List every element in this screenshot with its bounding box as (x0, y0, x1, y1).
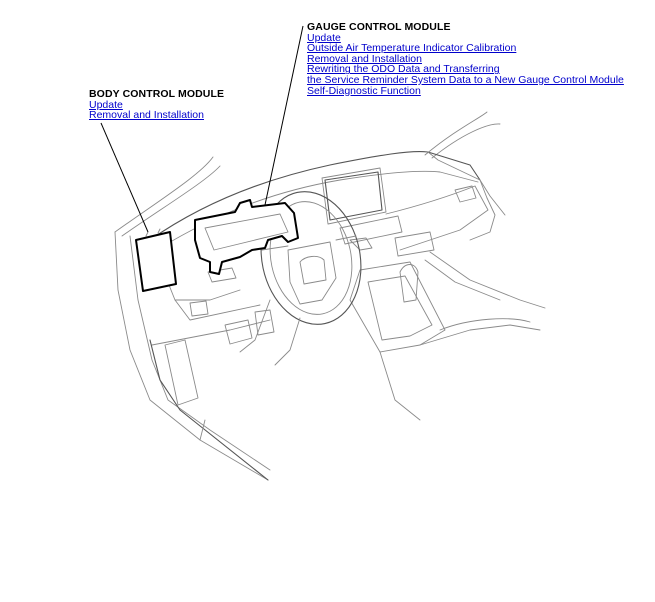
center-display (324, 171, 383, 221)
gauge-control-module-title: GAUGE CONTROL MODULE (307, 21, 451, 33)
steering-wheel (260, 191, 362, 325)
gcm-leader-line (264, 25, 304, 206)
gauge-control-module-callout: GAUGE CONTROL MODULE Update Outside Air … (307, 22, 624, 96)
windshield-frame (114, 156, 214, 233)
bcm-update-link[interactable]: Update (89, 98, 123, 111)
body-control-module-callout: BODY CONTROL MODULE Update Removal and I… (89, 89, 224, 121)
gcm-rewriting-odo-link[interactable]: Rewriting the ODO Data and Transferring (307, 63, 500, 76)
gcm-removal-installation-link[interactable]: Removal and Installation (307, 52, 422, 65)
body-control-module-title: BODY CONTROL MODULE (89, 88, 225, 100)
gcm-service-reminder-link[interactable]: the Service Reminder System Data to a Ne… (307, 73, 624, 86)
bcm-removal-installation-link[interactable]: Removal and Installation (89, 109, 204, 122)
body-control-module[interactable] (135, 231, 177, 292)
gauge-control-module[interactable] (194, 199, 299, 275)
gcm-update-link[interactable]: Update (307, 31, 341, 44)
gcm-self-diagnostic-link[interactable]: Self-Diagnostic Function (307, 84, 421, 97)
gcm-oat-calibration-link[interactable]: Outside Air Temperature Indicator Calibr… (307, 42, 517, 55)
bcm-leader-line (100, 122, 149, 233)
